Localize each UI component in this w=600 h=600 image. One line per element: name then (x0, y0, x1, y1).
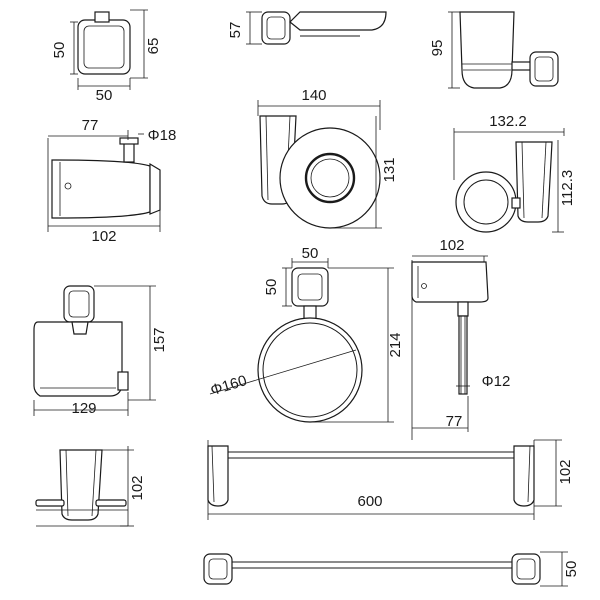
robe-hook: 77 Φ18 102 (47, 117, 177, 245)
double-tumbler-cup (59, 449, 103, 521)
paper-holder: 157 129 (33, 285, 168, 417)
tray-height-label: 57 (227, 22, 244, 39)
paper-holder-width-label: 129 (71, 400, 96, 417)
towel-rail-left-plate (203, 553, 233, 585)
tumbler-height-label: 95 (429, 40, 446, 57)
glass-holder-ring-inner (304, 152, 356, 204)
towel-rail-right-plate (511, 553, 541, 585)
paper-holder-cover (33, 321, 123, 397)
soap-dish-height-inner-label: 50 (51, 42, 68, 59)
towel-hook-bar: 102 Φ12 77 (411, 237, 511, 440)
tumbler-ring-mount (515, 141, 553, 223)
towel-hook-bar-mount (411, 261, 489, 303)
glass-holder-ring-outer (279, 127, 381, 229)
soap-dish-body-outline (77, 19, 131, 75)
robe-hook-pin-dia-label: Φ18 (148, 127, 177, 144)
towel-ring: 50 50 Φ160 214 (209, 245, 404, 423)
tray-soap-dish: 57 (227, 11, 387, 45)
soap-dish-mount (94, 11, 110, 23)
towel-ring-base-h-label: 50 (263, 279, 280, 296)
double-tumbler-height-label: 102 (129, 475, 146, 500)
robe-hook-depth-label: 77 (82, 117, 99, 134)
towel-rail: 50 (203, 551, 580, 587)
towel-ring-base-w-label: 50 (302, 245, 319, 262)
towel-hook-bar-width-label: 102 (439, 237, 464, 254)
tumbler-holder-ring: 132.2 112.3 (453, 113, 576, 233)
glass-holder-height-label: 131 (381, 157, 398, 182)
towel-rail-height-label: 50 (563, 561, 580, 578)
towel-bar-left-post (207, 445, 229, 507)
soap-dish-inner-outline (83, 25, 125, 69)
towel-hook-bar-dia-label: Φ12 (482, 373, 511, 390)
towel-ring-diameter-label: Φ160 (209, 372, 249, 399)
tumbler-cup (459, 11, 515, 89)
tumbler-ring-width-label: 132.2 (489, 113, 527, 130)
towel-bar-length-label: 600 (357, 493, 382, 510)
tumbler-holder-wall: 95 (429, 11, 559, 89)
round-glass-holder: 140 131 (257, 87, 398, 229)
towel-hook-bar-rod (458, 315, 468, 395)
towel-hook-bar-depth-label: 77 (446, 413, 463, 430)
glass-holder-width-label: 140 (301, 87, 326, 104)
soap-dish-height-outer-label: 65 (145, 38, 162, 55)
towel-ring-inner (262, 322, 358, 418)
soap-dish-width-label: 50 (96, 87, 113, 104)
tray-mount-plate (261, 11, 291, 45)
square-soap-dish: 50 65 50 (51, 9, 162, 104)
tumbler-ring-height-label: 112.3 (559, 170, 576, 206)
towel-ring-outer (257, 317, 363, 423)
double-tumbler: 102 (35, 446, 146, 527)
robe-hook-length-label: 102 (91, 228, 116, 245)
towel-bar-right-post (513, 445, 535, 507)
tumbler-mount-plate (529, 51, 559, 87)
towel-ring-height-label: 214 (387, 332, 404, 357)
tumbler-ring-outer (455, 171, 517, 233)
tray-dish (289, 11, 387, 31)
towel-bar-height-label: 102 (557, 459, 574, 484)
towel-bar: 600 102 (207, 439, 574, 520)
paper-holder-height-label: 157 (151, 327, 168, 352)
